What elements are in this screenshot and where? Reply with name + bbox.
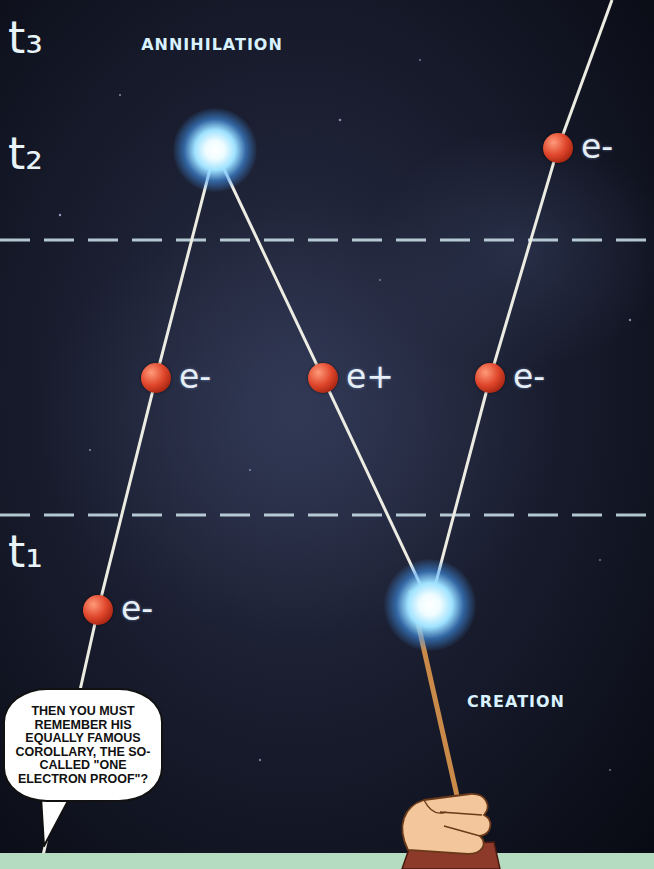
finger-lines	[424, 800, 482, 836]
time-slice-line	[0, 514, 654, 517]
star	[249, 469, 251, 471]
star	[89, 449, 91, 451]
electron-ball: e-	[83, 595, 113, 625]
star	[599, 559, 601, 561]
speech-bubble: THEN YOU MUST REMEMBER HIS EQUALLY FAMOU…	[3, 688, 163, 802]
electron-ball: e-	[543, 133, 573, 163]
nebula-haze	[370, 130, 654, 370]
star	[419, 59, 421, 61]
star	[629, 319, 631, 321]
worldline	[102, 393, 153, 596]
event-label: CREATION	[467, 694, 565, 710]
star	[259, 759, 261, 761]
stars	[59, 59, 631, 771]
worldline	[223, 166, 317, 364]
worldline	[329, 392, 421, 587]
particle-label: e-	[581, 130, 613, 163]
star	[59, 214, 61, 216]
star	[339, 119, 342, 122]
time-label: t₁	[8, 530, 43, 574]
star	[379, 279, 381, 281]
electron-ball: e-	[475, 363, 505, 393]
electron-ball: e-	[141, 363, 171, 393]
worldline	[160, 167, 211, 363]
hand	[402, 794, 490, 854]
event-label: ANNIHILATION	[141, 37, 283, 53]
worldline	[435, 393, 486, 586]
positron-ball: e+	[308, 363, 338, 393]
board-edge	[0, 853, 654, 869]
particle-label: e-	[513, 360, 545, 393]
annihilation-event: ANNIHILATION	[173, 108, 257, 192]
time-label: t₃	[8, 16, 43, 60]
particle-label: e-	[121, 592, 153, 625]
speech-text: THEN YOU MUST REMEMBER HIS EQUALLY FAMOU…	[14, 705, 152, 786]
time-slice-line	[0, 239, 654, 242]
worldline-extension	[558, 0, 612, 148]
particle-label: e+	[346, 360, 394, 393]
star	[119, 94, 121, 96]
creation-event: CREATION	[384, 559, 476, 651]
time-label: t₂	[8, 132, 43, 176]
worldline	[494, 162, 553, 363]
particle-label: e-	[179, 360, 211, 393]
star	[609, 769, 611, 771]
